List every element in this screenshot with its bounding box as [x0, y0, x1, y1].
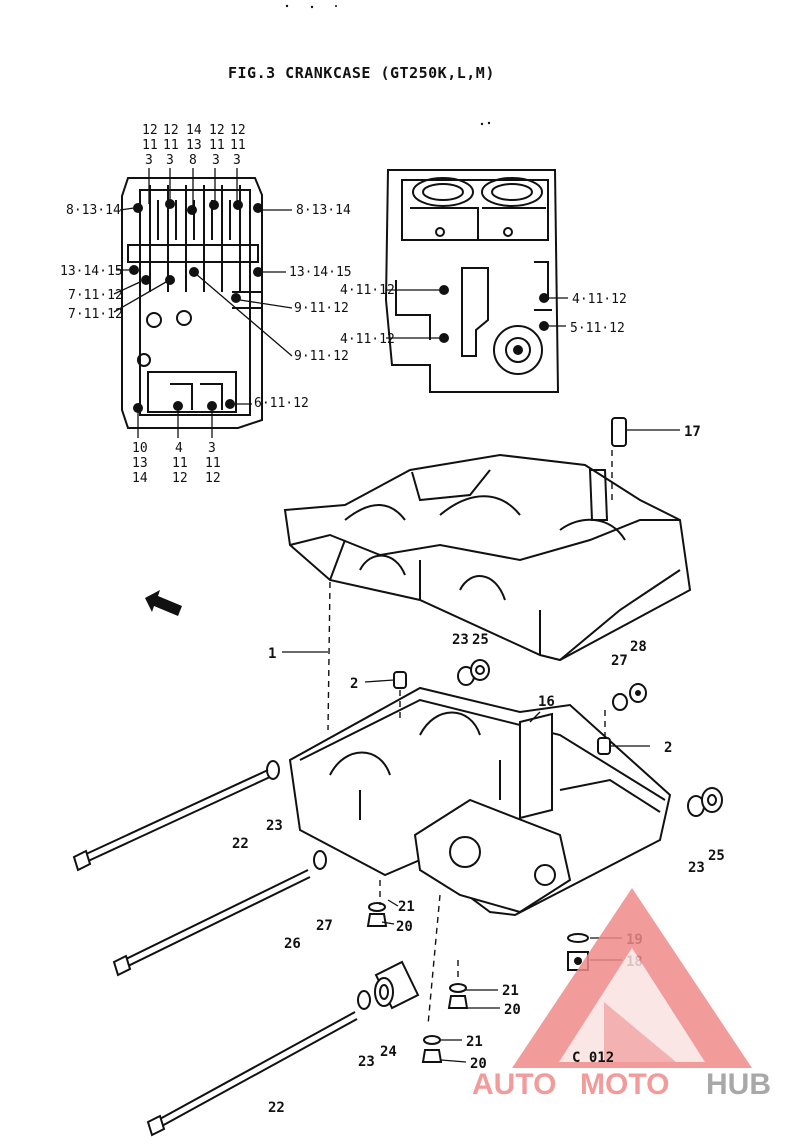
oil-jet-17 [611, 417, 627, 447]
label-top-1-line3: 3 [145, 153, 153, 168]
label-top-2-line2: 11 [163, 138, 179, 153]
callout-25-right: 25 [708, 848, 725, 864]
callout-23-right: 23 [688, 860, 705, 876]
label-top-3-line1: 14 [186, 123, 202, 138]
label-9-11-12-a: 9·11·12 [294, 301, 349, 316]
callout-28: 28 [630, 639, 647, 655]
inset-left-crankcase-bottom [121, 177, 263, 429]
label-top-1-line1: 12 [142, 123, 158, 138]
label-top-2-line1: 12 [163, 123, 179, 138]
label-top-2-line3: 3 [166, 153, 174, 168]
callout-21-b: 21 [502, 983, 519, 999]
lower-crankcase [288, 686, 672, 917]
label-9-11-12-b: 9·11·12 [294, 349, 349, 364]
inset-right-labels: 4·11·12 4·11·12 4·11·12 5·11·12 [340, 283, 627, 347]
front-arrow-icon [145, 590, 182, 616]
label-top-5-line1: 12 [230, 123, 246, 138]
label-bottom-2-line2: 11 [172, 456, 188, 471]
inset-left-top-labels: 12 11 3 12 11 3 14 13 8 12 11 3 12 11 3 [142, 123, 246, 206]
label-top-3-line3: 8 [189, 153, 197, 168]
label-13-14-15-right: 13·14·15 [289, 265, 352, 280]
label-bottom-3-line1: 3 [208, 441, 216, 456]
studs-and-bolts [72, 769, 358, 1137]
callout-20-c: 20 [470, 1056, 487, 1072]
watermark-auto: AUTO [472, 1068, 556, 1101]
callout-23-left: 23 [266, 818, 283, 834]
baffle-plate-16 [519, 712, 553, 820]
label-top-5-line2: 11 [230, 138, 246, 153]
label-bottom-2-line3: 12 [172, 471, 188, 486]
label-bottom-3-line3: 12 [205, 471, 221, 486]
watermark-hub: HUB [706, 1068, 771, 1101]
callout-16: 16 [538, 694, 555, 710]
assembly-lines [327, 450, 613, 1026]
label-5-11-12: 5·11·12 [570, 321, 625, 336]
label-7-11-12-b: 7·11·12 [68, 307, 123, 322]
upper-crankcase [283, 417, 692, 662]
figure-title: FIG.3 CRANKCASE (GT250K,L,M) [228, 64, 495, 82]
label-top-5-line3: 3 [233, 153, 241, 168]
callout-21-a: 21 [398, 899, 415, 915]
label-bottom-1-line3: 14 [132, 471, 148, 486]
callout-23-bottom: 23 [358, 1054, 375, 1070]
watermark-moto: MOTO [580, 1068, 669, 1101]
label-6-11-12: 6·11·12 [254, 396, 309, 411]
callout-24: 24 [380, 1044, 397, 1060]
callout-22-lower: 22 [268, 1100, 285, 1116]
page-code: C 012 [572, 1050, 614, 1066]
callout-26: 26 [284, 936, 301, 952]
callout-27-lower: 27 [316, 918, 333, 934]
callout-2-upper: 2 [350, 676, 358, 692]
callout-25-upper: 25 [472, 632, 489, 648]
callout-2-lower: 2 [664, 740, 672, 756]
label-4-11-12-c: 4·11·12 [572, 292, 627, 307]
callout-17: 17 [684, 424, 701, 440]
inset-left-side-labels: 8·13·14 13·14·15 7·11·12 7·11·12 8·13·14… [60, 203, 352, 411]
callout-27-upper: 27 [611, 653, 628, 669]
label-8-13-14-left: 8·13·14 [66, 203, 121, 218]
callout-22-upper: 22 [232, 836, 249, 852]
label-13-14-15-left: 13·14·15 [60, 264, 123, 279]
label-bottom-2-line1: 4 [175, 441, 183, 456]
callout-20-a: 20 [396, 919, 413, 935]
label-bottom-1-line1: 10 [132, 441, 148, 456]
label-8-13-14-right: 8·13·14 [296, 203, 351, 218]
label-top-4-line3: 3 [212, 153, 220, 168]
inset-right-crankcase-top [384, 169, 560, 393]
label-bottom-1-line2: 13 [132, 456, 148, 471]
callout-numbers: 17 1 2 2 16 23 25 27 28 23 25 22 23 26 2… [232, 424, 725, 1116]
scan-specks [285, 4, 491, 126]
automotohub-watermark: AUTO MOTO HUB [472, 888, 771, 1101]
callout-1: 1 [268, 646, 276, 662]
label-7-11-12-a: 7·11·12 [68, 288, 123, 303]
label-top-4-line1: 12 [209, 123, 225, 138]
callout-21-c: 21 [466, 1034, 483, 1050]
inset-left-bottom-labels: 10 13 14 4 11 12 3 11 12 [132, 410, 221, 486]
callout-23-upper: 23 [452, 632, 469, 648]
label-top-3-line2: 13 [186, 138, 202, 153]
callout-20-b: 20 [504, 1002, 521, 1018]
label-bottom-3-line2: 11 [205, 456, 221, 471]
label-top-1-line2: 11 [142, 138, 158, 153]
label-4-11-12-b: 4·11·12 [340, 332, 395, 347]
label-top-4-line2: 11 [209, 138, 225, 153]
label-4-11-12-a: 4·11·12 [340, 283, 395, 298]
